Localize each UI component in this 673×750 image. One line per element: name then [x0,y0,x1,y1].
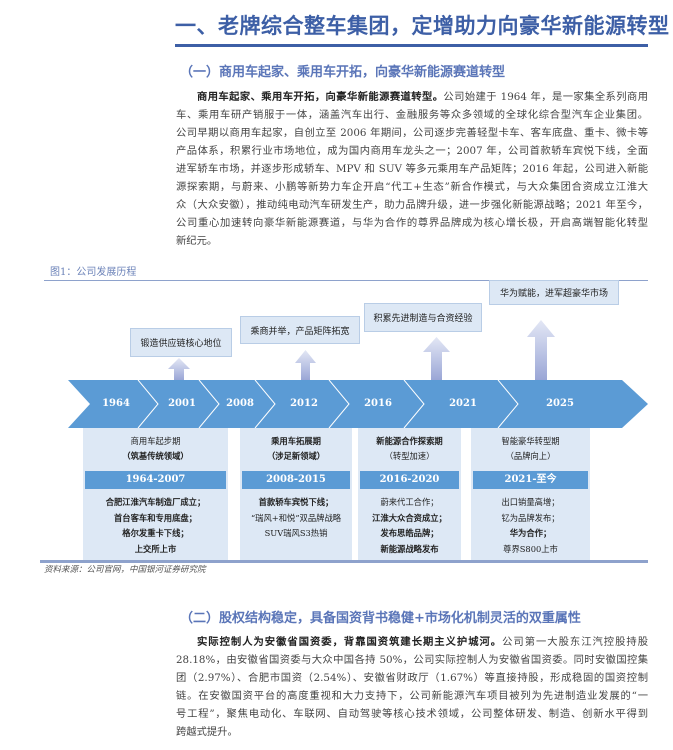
para-line: 团（2.97%）、合肥市国资（2.54%）、安徽省财政厅（1.67%）等直接持股… [176,672,648,684]
phase-name: 新能源合作探索期 [376,436,443,446]
para-line: 众（大众安徽），推动纯电动汽车研发生产，助力品牌升级，进一步强化新能源战略；20… [176,199,648,211]
phase-subtitle: （涉足新领域） [266,451,326,461]
phase-item: 钇为品牌发布； [501,513,560,523]
phase-period: 1964-2007 [85,471,226,489]
up-arrow-icon [527,320,555,380]
phase-item: 出口销量高增； [501,497,560,507]
para-line: 公司重心加速转向豪华新能源赛道，与华为合作的尊界品牌成为核心增长极，开启高端智能… [176,217,648,229]
phase-name: 商用车起步期 [130,436,181,446]
para-line: 新纪元。 [176,235,218,247]
para-line: 车、乘用车研产销服于一体，涵盖汽车出行、金融服务等众多领域的全球化综合型汽车企业… [176,109,648,121]
milestone-box: 华为赋能，进军超豪华市场 [489,280,619,305]
figure-caption: 图1：公司发展历程 [50,267,137,278]
phase-name: 乘用车拓展期 [271,436,321,446]
phase-subtitle: （转型加速） [384,451,435,461]
para-line: 28.18%，由安徽省国资委与大众中国各持 50%，公司实际控制人为安徽省国资委… [176,654,648,666]
phase-panel: 新能源合作探索期 （转型加速） 2016-2020 蔚来代工合作； 江淮大众合资… [358,428,461,560]
chapter-title: 一、老牌综合整车集团，定增助力向豪华新能源转型 [175,14,670,38]
section2-heading: （二）股权结构稳定，具备国资背书稳健+市场化机制灵活的双重属性 [180,611,581,626]
phase-period: 2008-2015 [242,471,350,489]
year-label: 2021 [449,398,477,409]
caption-rule [44,280,648,281]
chevron-separators [137,379,519,429]
phase-item: 首台客车和专用底盘； [114,513,197,523]
year-label: 2012 [290,398,318,409]
year-label: 1964 [102,398,130,409]
phase-subtitle: （筑基传统领域） [122,451,189,461]
milestone-box: 乘商并举，产品矩阵拓宽 [240,316,360,344]
para-line: 实际控制人为安徽省国资委，背靠国资筑建长期主义护城河。公司第一大股东江汽控股持股 [176,633,648,651]
phase-item: 华为合作； [509,528,552,538]
phase-item: 江淮大众合资成立； [372,513,447,523]
phase-item: 尊界S800上市 [503,544,558,554]
timeline-band [68,380,648,428]
lead-sentence: 实际控制人为安徽省国资委，背靠国资筑建长期主义护城河。 [197,636,503,648]
phase-period: 2016-2020 [360,471,459,489]
year-label: 2025 [546,398,574,409]
para-line: 源探索期，与蔚来、小鹏等新势力车企开启“代工+生态”新合作模式，与大众集团合资成… [176,181,648,193]
source-rule [40,560,648,563]
para-line: 商用车起家、乘用车开拓，向豪华新能源赛道转型。公司始建于 1964 年，是一家集… [176,88,648,106]
milestone-box: 锻造供应链核心地位 [130,328,232,357]
line-text: 公司始建于 1964 年，是一家集全系列商用 [443,91,648,103]
phase-period: 2021-至今 [473,471,588,489]
para-line: 号工程”，聚焦电动化、车联网、自动驾驶等核心技术领域，公司整体研发、制造、创新水… [176,708,648,720]
phase-panel: 乘用车拓展期 （涉足新领域） 2008-2015 首款轿车宾悦下线； “瑞风+和… [240,428,352,560]
lead-sentence: 商用车起家、乘用车开拓，向豪华新能源赛道转型。 [197,91,444,103]
phase-panel: 智能豪华转型期 （品牌向上） 2021-至今 出口销量高增； 钇为品牌发布； 华… [471,428,590,560]
section1-paragraph: 商用车起家、乘用车开拓，向豪华新能源赛道转型。公司始建于 1964 年，是一家集… [176,88,648,250]
section2-paragraph: 实际控制人为安徽省国资委，背靠国资筑建长期主义护城河。公司第一大股东江汽控股持股… [176,633,648,741]
figure-source: 资料来源：公司官网，中国银河证券研究院 [44,565,206,575]
year-label: 2001 [168,398,196,409]
para-line: 跨越式提升。 [176,726,238,738]
up-arrow-icon [423,337,450,380]
phase-panel: 商用车起步期 （筑基传统领域） 1964-2007 合肥江淮汽车制造厂成立； 首… [83,428,228,560]
milestone-box: 积累先进制造与合资经验 [364,303,482,332]
phase-item: 发布思皓品牌； [380,528,439,538]
phase-item: 合肥江淮汽车制造厂成立； [105,497,206,507]
phase-name: 智能豪华转型期 [501,436,560,446]
title-underline [175,44,648,47]
phase-item: 上交所上市 [134,544,177,554]
phase-item: 格尔发重卡下线； [122,528,189,538]
line-text: 公司第一大股东江汽控股持股 [502,636,648,648]
phase-item: 蔚来代工合作； [380,497,439,507]
up-arrow-icon [295,350,316,380]
phase-subtitle: （品牌向上） [505,451,556,461]
year-label: 2008 [226,398,254,409]
section1-heading: （一）商用车起家、乘用车开拓，向豪华新能源赛道转型 [180,65,506,80]
para-line: 链。在安徽国资平台的高度重视和大力支持下，公司新能源汽车项目被列为先进制造业发展… [176,690,648,702]
phase-item: SUV瑞风S3热销 [264,528,328,538]
para-line: 公司早期以商用车起家，自创立至 2006 年期间，公司逐步完善轻型卡车、客车底盘… [176,127,648,139]
phase-item: “瑞风+和悦”双品牌战略 [250,513,342,523]
year-label: 2016 [364,398,392,409]
phase-item: 首款轿车宾悦下线； [258,497,334,507]
para-line: 进军轿车市场，并逐步形成轿车、MPV 和 SUV 等多元乘用车产品矩阵；2016… [176,163,648,175]
para-line: 产品体系，积累行业市场地位，成为国内商用车龙头之一；2007 年，公司首款轿车宾… [176,145,648,157]
up-arrow-icon [168,358,190,380]
phase-item: 新能源战略发布 [380,544,439,554]
